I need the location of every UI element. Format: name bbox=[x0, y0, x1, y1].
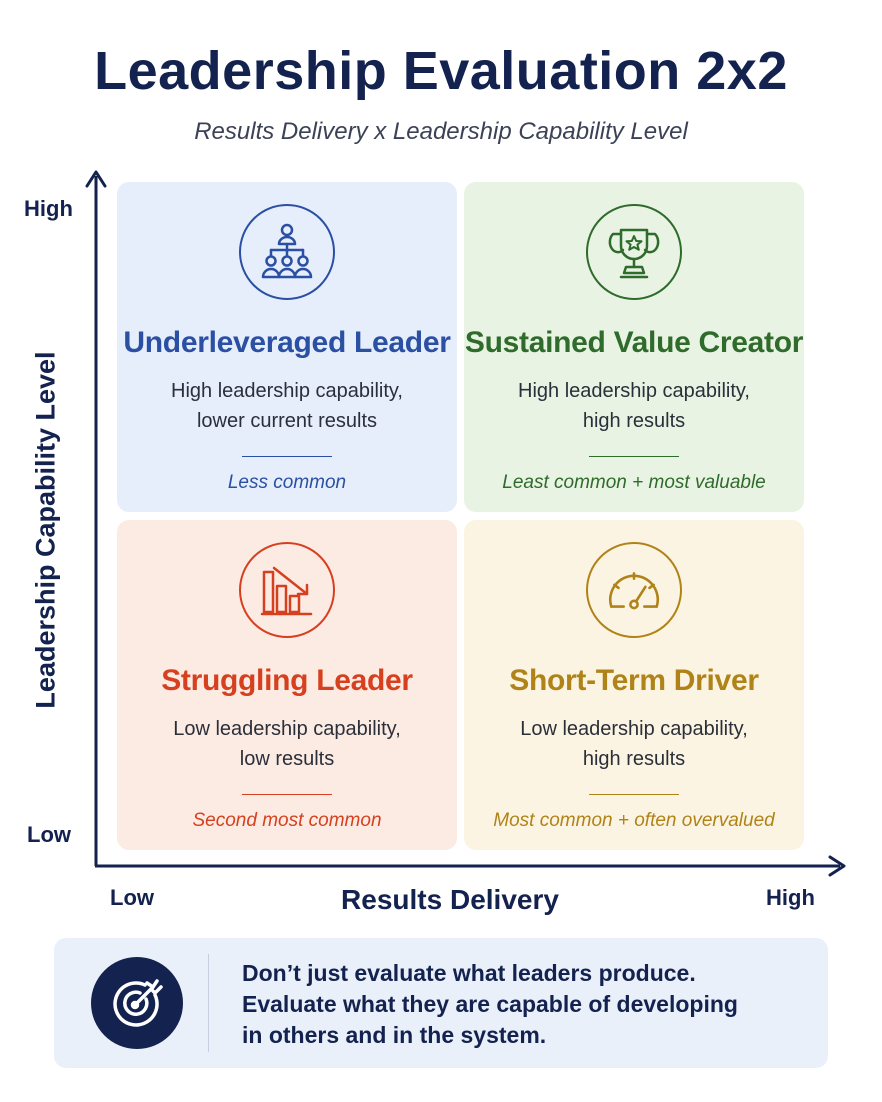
quadrant-description: Low leadership capability, high results bbox=[484, 714, 784, 774]
quadrant-note: Second most common bbox=[192, 810, 382, 831]
y-axis-low-label: Low bbox=[27, 822, 71, 847]
callout-box: Don’t just evaluate what leaders produce… bbox=[54, 938, 828, 1068]
x-axis-arrowhead bbox=[828, 855, 846, 877]
org-chart-icon bbox=[239, 204, 335, 300]
description-line: High leadership capability, bbox=[518, 380, 750, 402]
description-line: low results bbox=[239, 748, 335, 770]
quadrant-note: Less common bbox=[227, 472, 347, 493]
quadrant-description: High leadership capability, high results bbox=[484, 376, 784, 436]
quadrant-struggling-leader: Struggling Leader Low leadership capabil… bbox=[117, 520, 457, 850]
quadrant-sustained-value-creator: Sustained Value Creator High leadership … bbox=[464, 182, 804, 512]
description-line: lower current results bbox=[196, 410, 378, 432]
page-title: Leadership Evaluation 2x2 bbox=[94, 41, 788, 101]
y-axis-title: Leadership Capability Level bbox=[30, 351, 61, 709]
callout-text: Don’t just evaluate what leaders produce… bbox=[242, 958, 802, 1051]
x-axis-high-label: High bbox=[766, 885, 815, 910]
quadrant-note: Most common + often overvalued bbox=[493, 810, 775, 831]
speedometer-icon bbox=[586, 542, 682, 638]
description-line: High leadership capability, bbox=[171, 380, 403, 402]
description-line: high results bbox=[582, 748, 686, 770]
divider bbox=[589, 456, 679, 457]
callout-line: Evaluate what they are capable of develo… bbox=[242, 991, 738, 1017]
quadrant-description: Low leadership capability, low results bbox=[137, 714, 437, 774]
quadrant-short-term-driver: Short-Term Driver Low leadership capabil… bbox=[464, 520, 804, 850]
declining-chart-icon bbox=[239, 542, 335, 638]
quadrant-note: Least common + most valuable bbox=[502, 472, 766, 493]
quadrant-title: Struggling Leader bbox=[161, 664, 413, 697]
quadrant-title: Sustained Value Creator bbox=[464, 326, 804, 359]
quadrant-description: High leadership capability, lower curren… bbox=[137, 376, 437, 436]
x-axis-low-label: Low bbox=[110, 885, 154, 910]
description-line: Low leadership capability, bbox=[173, 718, 401, 740]
y-axis-high-label: High bbox=[24, 196, 73, 221]
divider bbox=[589, 794, 679, 795]
divider bbox=[242, 456, 332, 457]
trophy-icon bbox=[586, 204, 682, 300]
page-subtitle: Results Delivery x Leadership Capability… bbox=[194, 118, 688, 145]
divider bbox=[242, 794, 332, 795]
quadrant-underleveraged-leader: Underleveraged Leader High leadership ca… bbox=[117, 182, 457, 512]
target-icon bbox=[91, 957, 183, 1049]
x-axis-title: Results Delivery bbox=[341, 884, 559, 915]
quadrant-title: Short-Term Driver bbox=[509, 664, 759, 697]
description-line: high results bbox=[582, 410, 686, 432]
callout-line: Don’t just evaluate what leaders produce… bbox=[242, 960, 696, 986]
description-line: Low leadership capability, bbox=[520, 718, 748, 740]
quadrant-title: Underleveraged Leader bbox=[123, 326, 451, 359]
y-axis-arrowhead bbox=[85, 170, 107, 188]
callout-divider bbox=[208, 954, 209, 1052]
callout-line: in others and in the system. bbox=[242, 1022, 547, 1048]
